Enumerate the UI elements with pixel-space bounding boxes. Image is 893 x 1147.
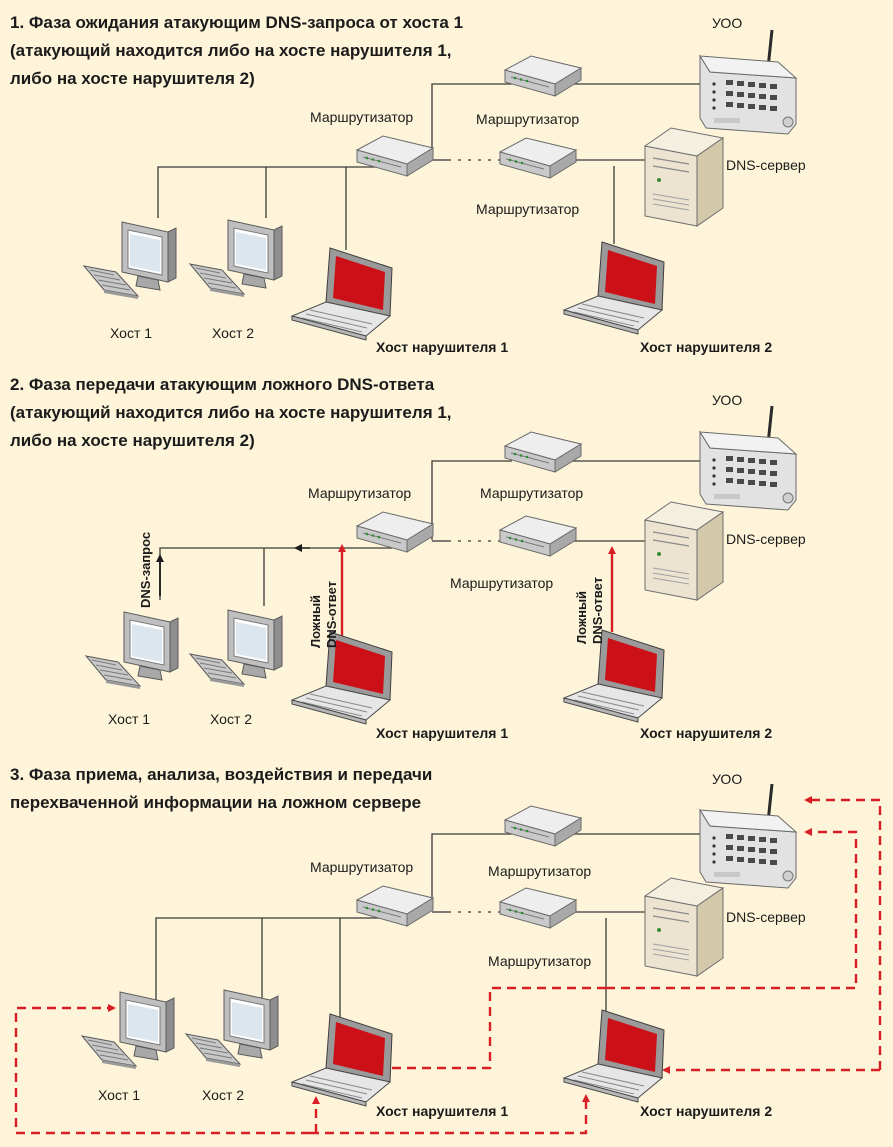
phase-2-title: 2. Фаза передачи атакующим ложного DNS-о…	[10, 375, 456, 450]
uoo-device-icon	[698, 404, 798, 512]
router-label: Маршрутизатор	[476, 111, 579, 127]
dns-server-icon	[644, 877, 724, 977]
laptop-icon	[291, 1013, 393, 1107]
dns-server-icon	[644, 501, 724, 601]
desktop-pc-icon	[85, 611, 179, 690]
uoo-device-icon	[698, 782, 798, 890]
wires-2	[156, 460, 700, 636]
dns-server-label: DNS-сервер	[726, 531, 806, 547]
router-label: Маршрутизатор	[310, 109, 413, 125]
phase-3: 3. Фаза приема, анализа, воздействия и п…	[10, 765, 882, 1135]
desktop-pc-icon	[189, 219, 283, 298]
dns-server-label: DNS-сервер	[726, 909, 806, 925]
wires-3	[14, 796, 882, 1135]
router-label: Маршрутизатор	[488, 953, 591, 969]
fake-dns-answer-label-line2: DNS-ответ	[324, 581, 339, 648]
intruder-1-label: Хост нарушителя 1	[376, 339, 508, 355]
fake-dns-answer-label-line1: Ложный	[574, 591, 589, 644]
desktop-pc-icon	[83, 221, 177, 300]
intruder-1-label: Хост нарушителя 1	[376, 1103, 508, 1119]
intruder-2-label: Хост нарушителя 2	[640, 1103, 772, 1119]
host-2-label: Хост 2	[212, 325, 254, 341]
router-icon	[499, 137, 577, 179]
dns-server-icon	[644, 127, 724, 227]
wires-1	[157, 83, 700, 250]
fake-dns-answer-label-line2: DNS-ответ	[590, 577, 605, 644]
laptop-icon	[291, 631, 393, 725]
laptop-icon	[563, 241, 665, 335]
desktop-pc-icon	[189, 609, 283, 688]
host-2-label: Хост 2	[210, 711, 252, 727]
desktop-pc-icon	[81, 991, 175, 1070]
router-label: Маршрутизатор	[450, 575, 553, 591]
router-label: Маршрутизатор	[488, 863, 591, 879]
phase-3-title: 3. Фаза приема, анализа, воздействия и п…	[10, 765, 437, 812]
intruder-2-label: Хост нарушителя 2	[640, 725, 772, 741]
host-1-label: Хост 1	[110, 325, 152, 341]
router-icon	[504, 431, 582, 473]
router-label: Маршрутизатор	[308, 485, 411, 501]
desktop-pc-icon	[185, 989, 279, 1068]
host-1-label: Хост 1	[108, 711, 150, 727]
laptop-icon	[563, 1009, 665, 1103]
dns-request-label: DNS-запрос	[138, 532, 153, 608]
laptop-icon	[291, 247, 393, 341]
dns-server-label: DNS-сервер	[726, 157, 806, 173]
router-icon	[504, 55, 582, 97]
router-icon	[356, 511, 434, 553]
host-1-label: Хост 1	[98, 1087, 140, 1103]
intruder-1-label: Хост нарушителя 1	[376, 725, 508, 741]
router-icon	[499, 515, 577, 557]
uoo-device-icon	[698, 28, 798, 136]
uoo-label: УОО	[712, 392, 742, 408]
router-icon	[356, 135, 434, 177]
router-icon	[499, 887, 577, 929]
phase-1-title: 1. Фаза ожидания атакующим DNS-запроса о…	[10, 13, 468, 88]
fake-dns-answer-label-line1: Ложный	[308, 595, 323, 648]
router-icon	[504, 805, 582, 847]
router-icon	[356, 885, 434, 927]
router-label: Маршрутизатор	[476, 201, 579, 217]
phase-2: 2. Фаза передачи атакующим ложного DNS-о…	[10, 375, 806, 741]
uoo-label: УОО	[712, 771, 742, 787]
host-2-label: Хост 2	[202, 1087, 244, 1103]
router-label: Маршрутизатор	[310, 859, 413, 875]
router-label: Маршрутизатор	[480, 485, 583, 501]
phase-1: 1. Фаза ожидания атакующим DNS-запроса о…	[10, 13, 806, 355]
uoo-label: УОО	[712, 15, 742, 31]
intruder-2-label: Хост нарушителя 2	[640, 339, 772, 355]
